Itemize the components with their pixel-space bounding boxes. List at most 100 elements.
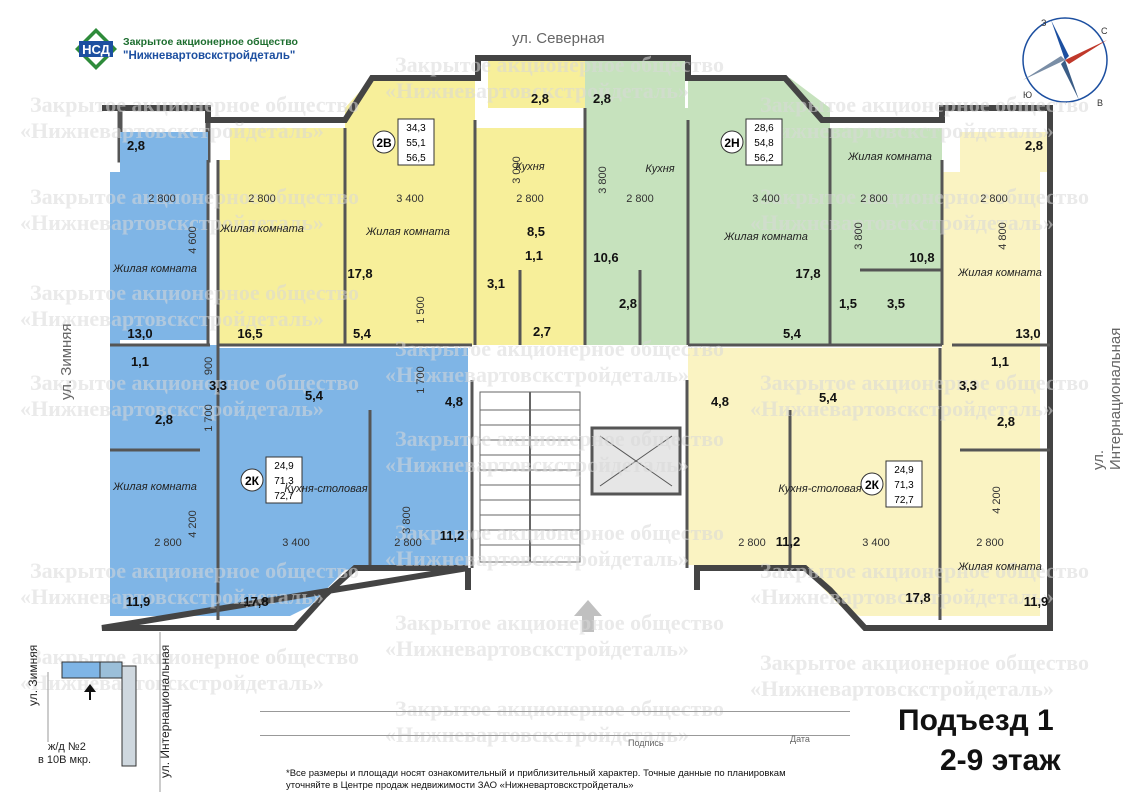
street-east: ул. Интернациональная xyxy=(1090,327,1124,470)
svg-text:2 800: 2 800 xyxy=(626,193,654,205)
svg-text:5,4: 5,4 xyxy=(783,326,802,341)
svg-text:900: 900 xyxy=(203,357,215,375)
apt-2k-left-area xyxy=(110,172,468,616)
compass-w: З xyxy=(1041,18,1046,28)
street-north: ул. Северная xyxy=(512,30,605,47)
disclaimer-line1: *Все размеры и площади носят ознакомител… xyxy=(286,768,786,779)
svg-text:3,3: 3,3 xyxy=(959,378,977,393)
svg-text:10,6: 10,6 xyxy=(593,250,618,265)
svg-text:«Нижневартовскстройдеталь»: «Нижневартовскстройдеталь» xyxy=(20,584,324,609)
svg-text:56,2: 56,2 xyxy=(754,153,774,164)
svg-text:4 600: 4 600 xyxy=(187,226,199,254)
inset-caption-2: в 10В мкр. xyxy=(38,754,92,766)
svg-text:«Нижневартовскстройдеталь»: «Нижневартовскстройдеталь» xyxy=(20,396,324,421)
date-label: Дата xyxy=(790,734,810,744)
svg-text:«Нижневартовскстройдеталь»: «Нижневартовскстройдеталь» xyxy=(385,362,689,387)
label-living-2n-2: Жилая комната xyxy=(847,151,932,163)
svg-text:2,7: 2,7 xyxy=(533,324,551,339)
entrance-title: Подъезд 1 xyxy=(898,704,1054,737)
svg-text:«Нижневартовскстройдеталь»: «Нижневартовскстройдеталь» xyxy=(20,118,324,143)
svg-text:17,8: 17,8 xyxy=(243,594,268,609)
svg-text:«Нижневартовскстройдеталь»: «Нижневартовскстройдеталь» xyxy=(385,722,689,747)
svg-text:2К: 2К xyxy=(245,474,260,488)
svg-text:Закрытое акционерное общество: Закрытое акционерное общество xyxy=(395,610,724,635)
label-kitchen-2b: Кухня xyxy=(515,161,544,173)
svg-text:Закрытое акционерное общество: Закрытое акционерное общество xyxy=(395,336,724,361)
svg-text:Закрытое акционерное общество: Закрытое акционерное общество xyxy=(30,280,359,305)
svg-text:71,3: 71,3 xyxy=(894,480,914,491)
svg-text:2Н: 2Н xyxy=(724,136,739,150)
label-living-2b-1: Жилая комната xyxy=(219,223,304,235)
svg-text:«Нижневартовскстройдеталь»: «Нижневартовскстройдеталь» xyxy=(750,118,1054,143)
svg-text:«Нижневартовскстройдеталь»: «Нижневартовскстройдеталь» xyxy=(385,78,689,103)
svg-text:5,4: 5,4 xyxy=(353,326,372,341)
svg-text:Закрытое акционерное общество: Закрытое акционерное общество xyxy=(30,92,359,117)
svg-text:Закрытое акционерное общество: Закрытое акционерное общество xyxy=(760,370,1089,395)
svg-text:34,3: 34,3 xyxy=(406,123,426,134)
svg-text:72,7: 72,7 xyxy=(894,495,914,506)
svg-text:Закрытое акционерное общество: Закрытое акционерное общество xyxy=(395,426,724,451)
label-kitchen-2n: Кухня xyxy=(645,163,674,175)
svg-text:Закрытое акционерное общество: Закрытое акционерное общество xyxy=(395,52,724,77)
svg-text:2,8: 2,8 xyxy=(619,296,637,311)
badge-2b: 2В 34,3 55,1 56,5 xyxy=(372,118,435,166)
svg-text:1 700: 1 700 xyxy=(203,404,215,432)
svg-text:3,3: 3,3 xyxy=(209,378,227,393)
svg-text:11,2: 11,2 xyxy=(440,528,465,543)
svg-text:11,9: 11,9 xyxy=(1024,594,1049,609)
svg-text:2 800: 2 800 xyxy=(860,193,888,205)
label-living-right-2: Жилая комната xyxy=(957,561,1042,573)
svg-text:5,4: 5,4 xyxy=(305,388,324,403)
svg-text:1,5: 1,5 xyxy=(839,296,857,311)
logo-text: НСД xyxy=(82,42,111,57)
apt-2n-area xyxy=(585,78,942,345)
label-kitchen-dining-left: Кухня-столовая xyxy=(284,483,367,495)
svg-text:13,0: 13,0 xyxy=(1015,326,1040,341)
apt-2b-area xyxy=(218,78,585,345)
company-logo: НСД xyxy=(74,27,118,71)
svg-text:3 800: 3 800 xyxy=(853,222,865,250)
svg-text:«Нижневартовскстройдеталь»: «Нижневартовскстройдеталь» xyxy=(20,306,324,331)
svg-text:17,8: 17,8 xyxy=(347,266,372,281)
svg-text:24,9: 24,9 xyxy=(894,465,914,476)
svg-text:3 400: 3 400 xyxy=(396,193,424,205)
svg-text:5,4: 5,4 xyxy=(819,390,838,405)
svg-text:«Нижневартовскстройдеталь»: «Нижневартовскстройдеталь» xyxy=(750,584,1054,609)
svg-text:56,5: 56,5 xyxy=(406,153,426,164)
svg-text:1,1: 1,1 xyxy=(525,248,543,263)
svg-text:2 800: 2 800 xyxy=(980,193,1008,205)
entrance-arrow xyxy=(574,600,602,632)
svg-text:2 800: 2 800 xyxy=(516,193,544,205)
svg-text:Закрытое акционерное общество: Закрытое акционерное общество xyxy=(760,184,1089,209)
svg-text:2 800: 2 800 xyxy=(976,537,1004,549)
svg-text:17,8: 17,8 xyxy=(795,266,820,281)
svg-text:72,7: 72,7 xyxy=(274,491,294,502)
badge-2n: 2Н 28,6 54,8 56,2 xyxy=(720,118,783,166)
svg-text:4 200: 4 200 xyxy=(187,510,199,538)
svg-text:24,9: 24,9 xyxy=(274,461,294,472)
balcony-left xyxy=(120,132,208,172)
svg-text:2 800: 2 800 xyxy=(248,193,276,205)
svg-text:«Нижневартовскстройдеталь»: «Нижневартовскстройдеталь» xyxy=(20,210,324,235)
svg-text:1,1: 1,1 xyxy=(131,354,149,369)
label-living-2b-2: Жилая комната xyxy=(365,226,450,238)
svg-text:3,1: 3,1 xyxy=(487,276,505,291)
inset-caption-1: ж/д №2 xyxy=(48,741,86,753)
stairs xyxy=(479,391,581,563)
svg-text:13,0: 13,0 xyxy=(127,326,152,341)
svg-text:17,8: 17,8 xyxy=(905,590,930,605)
svg-text:2,8: 2,8 xyxy=(1025,138,1043,153)
elevator xyxy=(590,426,682,496)
svg-text:3 800: 3 800 xyxy=(597,166,609,194)
svg-text:3 000: 3 000 xyxy=(511,156,523,184)
svg-text:2,8: 2,8 xyxy=(997,414,1015,429)
svg-text:«Нижневартовскстройдеталь»: «Нижневартовскстройдеталь» xyxy=(750,396,1054,421)
svg-text:3,5: 3,5 xyxy=(887,296,905,311)
svg-text:4 800: 4 800 xyxy=(997,222,1009,250)
label-living-right-1: Жилая комната xyxy=(957,267,1042,279)
disclaimer-line2: уточняйте в Центре продаж недвижимости З… xyxy=(286,780,634,791)
svg-text:71,3: 71,3 xyxy=(274,476,294,487)
label-living-2n-1: Жилая комната xyxy=(723,231,808,243)
inset-street-west: ул. Зимняя xyxy=(26,644,40,706)
